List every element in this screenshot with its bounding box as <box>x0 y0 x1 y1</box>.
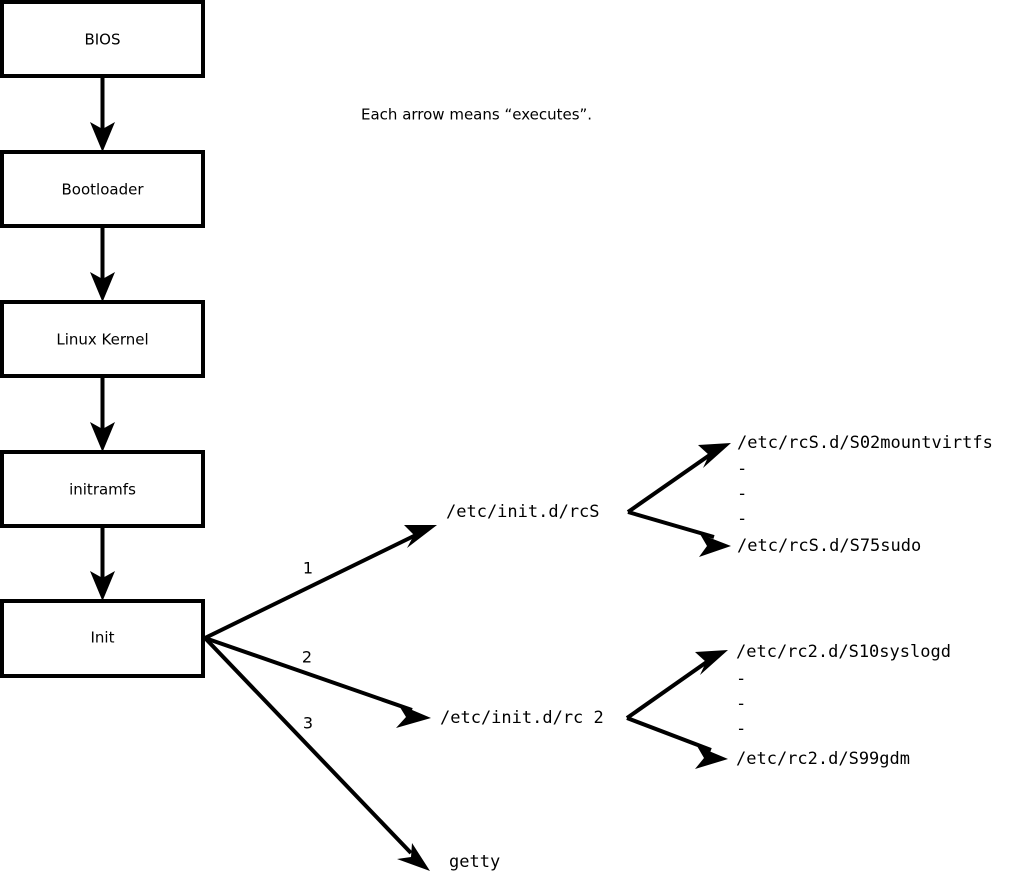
node-init[interactable]: Init <box>0 599 205 678</box>
arrow-rc2-to-first-script <box>625 650 728 720</box>
init-label: Init <box>91 629 115 647</box>
rc2-first-script[interactable]: /etc/rc2.d/S10syslogd <box>736 642 951 662</box>
arrow-bios-to-bootloader <box>90 76 115 152</box>
branch-number-3: 3 <box>303 714 313 733</box>
node-bios[interactable]: BIOS <box>0 0 205 78</box>
rc2-ellipsis-dash-1: - <box>736 669 746 689</box>
arrow-rcs-to-first-script <box>626 443 731 514</box>
rc2-last-script[interactable]: /etc/rc2.d/S99gdm <box>736 749 910 769</box>
rcs-script-label[interactable]: /etc/init.d/rcS <box>446 502 600 522</box>
arrow-rc2-to-last-script <box>626 716 728 769</box>
bootloader-label: Bootloader <box>62 181 145 199</box>
rcs-first-script[interactable]: /etc/rcS.d/S02mountvirtfs <box>737 433 993 453</box>
bios-box[interactable] <box>0 0 205 78</box>
arrow-bootloader-to-kernel <box>90 226 115 302</box>
arrow-init-to-getty <box>203 636 430 871</box>
node-linux-kernel[interactable]: Linux Kernel <box>0 300 205 378</box>
rc2-script-label[interactable]: /etc/init.d/rc 2 <box>440 708 604 728</box>
arrow-initramfs-to-init <box>90 526 115 601</box>
rcs-ellipsis-dash-1: - <box>737 459 747 479</box>
arrow-rcs-to-last-script <box>627 510 731 557</box>
arrow-init-to-rc2 <box>204 636 431 728</box>
node-initramfs[interactable]: initramfs <box>0 450 205 528</box>
rc2-ellipsis-dash-2: - <box>736 694 746 714</box>
branch-number-1: 1 <box>303 559 313 578</box>
node-bootloader[interactable]: Bootloader <box>0 150 205 228</box>
diagram-caption: Each arrow means “executes”. <box>361 106 592 124</box>
bios-label: BIOS <box>84 31 120 49</box>
rc2-ellipsis-dash-3: - <box>736 719 746 739</box>
initramfs-box[interactable] <box>0 450 205 528</box>
getty-label[interactable]: getty <box>449 852 500 872</box>
initramfs-label: initramfs <box>69 481 136 499</box>
linux-kernel-label: Linux Kernel <box>56 331 148 349</box>
arrow-kernel-to-initramfs <box>90 376 115 452</box>
arrow-init-to-rcs <box>204 525 437 640</box>
branch-number-2: 2 <box>302 648 312 667</box>
rcs-ellipsis-dash-2: - <box>737 484 747 504</box>
rcs-last-script[interactable]: /etc/rcS.d/S75sudo <box>737 536 921 556</box>
rcs-ellipsis-dash-3: - <box>737 509 747 529</box>
